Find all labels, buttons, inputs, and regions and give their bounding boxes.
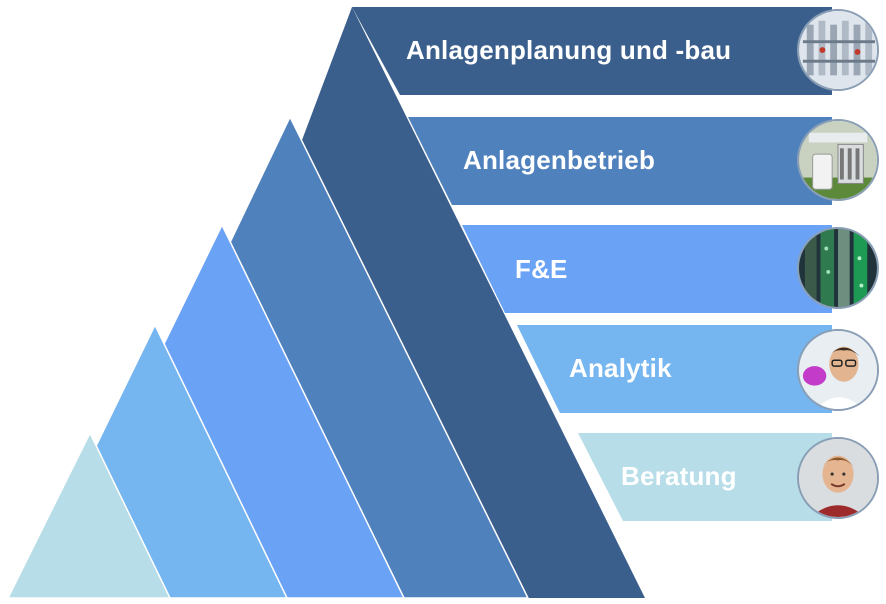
level-5-label: Beratung bbox=[621, 461, 737, 491]
triangle-level-5 bbox=[6, 431, 172, 599]
bar-level-2 bbox=[408, 117, 832, 205]
plant-construction-photo bbox=[797, 9, 879, 91]
bar-level-5 bbox=[578, 433, 832, 521]
bar-level-1 bbox=[352, 7, 832, 95]
bar-level-3 bbox=[462, 225, 832, 313]
level-1-label: Anlagenplanung und -bau bbox=[406, 35, 732, 65]
research-columns-photo bbox=[797, 227, 879, 309]
bar-level-4 bbox=[517, 325, 832, 413]
chemist-portrait-photo bbox=[797, 329, 879, 411]
plant-operation-photo bbox=[797, 119, 879, 201]
level-3-label: F&E bbox=[515, 254, 568, 284]
level-4-label: Analytik bbox=[569, 353, 672, 383]
consultant-portrait-photo bbox=[797, 437, 879, 519]
level-2-label: Anlagenbetrieb bbox=[463, 145, 656, 175]
